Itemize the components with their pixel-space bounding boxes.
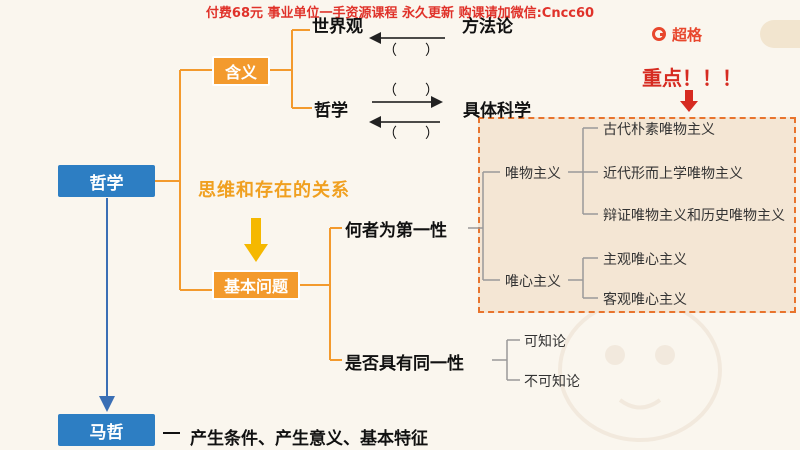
marxist-philosophy-label: 马哲	[89, 422, 124, 443]
marxist-philosophy-node: 马哲	[58, 414, 155, 446]
root-node-philosophy: 哲学	[58, 165, 155, 197]
philosophy-blank-upper: （ ）	[383, 83, 439, 99]
materialism-label: 唯物主义	[505, 166, 561, 182]
materialism-item-ancient: 古代朴素唯物主义	[603, 122, 715, 138]
brand-name: 超格	[672, 25, 703, 44]
thinking-existence-relation-text: 思维和存在的关系	[198, 180, 350, 201]
meaning-node-label: 含义	[224, 63, 257, 82]
idealism-item-objective: 客观唯心主义	[603, 292, 687, 308]
worldview-blank: （ ）	[383, 43, 439, 59]
philosophy-text: 哲学	[314, 101, 348, 121]
emphasis-down-arrow-icon	[680, 90, 698, 112]
emphasis-label: 重点！！！	[642, 66, 742, 90]
idealism-label: 唯心主义	[505, 274, 561, 290]
brand-logo: 超格	[652, 22, 702, 46]
idealism-item-subjective: 主观唯心主义	[603, 252, 687, 268]
root-node-label: 哲学	[89, 173, 124, 194]
brand-pill-decoration	[760, 20, 800, 48]
basic-question-node: 基本问题	[212, 270, 300, 300]
worldview-text: 世界观	[312, 17, 363, 37]
marxist-philosophy-description: 产生条件、产生意义、基本特征	[190, 429, 428, 449]
brand-g-icon	[652, 27, 666, 41]
knowable-item: 可知论	[524, 334, 566, 350]
down-arrow-icon	[244, 218, 268, 262]
basic-question-label: 基本问题	[223, 277, 288, 296]
philosophy-blank-lower: （ ）	[383, 126, 439, 142]
materialism-item-metaphysical: 近代形而上学唯物主义	[603, 166, 743, 182]
methodology-text: 方法论	[462, 17, 513, 37]
unknowable-item: 不可知论	[524, 374, 580, 390]
meaning-node: 含义	[212, 56, 270, 86]
materialism-idealism-highlight-box	[478, 117, 796, 313]
promo-watermark-text: 付费68元 事业单位一手资源课程 永久更新 购课请加微信:Cncc60	[205, 6, 595, 21]
materialism-item-dialectical: 辩证唯物主义和历史唯物主义	[603, 208, 785, 224]
first-principle-text: 何者为第一性	[345, 221, 447, 241]
identity-text: 是否具有同一性	[345, 354, 464, 374]
specific-science-text: 具体科学	[463, 101, 531, 121]
